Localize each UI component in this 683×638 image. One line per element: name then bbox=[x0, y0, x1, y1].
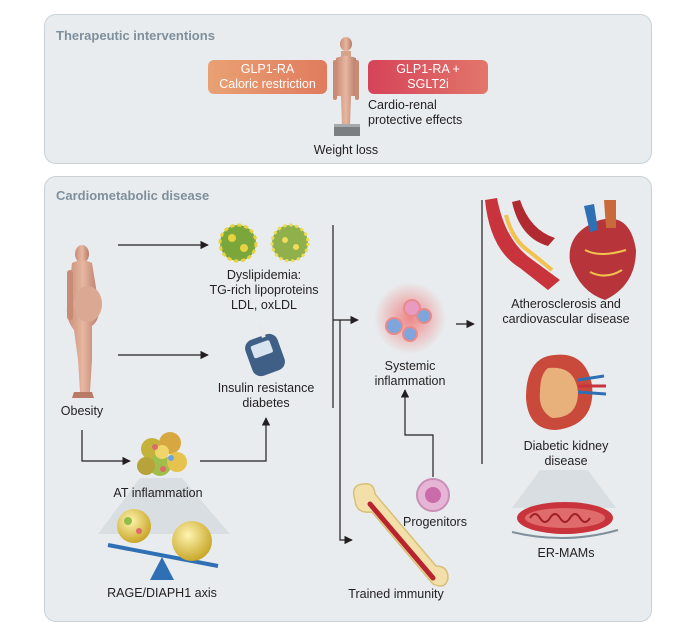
kidney-icon bbox=[526, 354, 607, 430]
obese-figure-icon bbox=[66, 245, 102, 398]
atherosclerosis-label: Atherosclerosis and cardiovascular disea… bbox=[502, 297, 630, 326]
diabetic-kidney-label: Diabetic kidney disease bbox=[523, 439, 609, 468]
progenitors-label: Progenitors bbox=[403, 515, 467, 529]
bone-marrow-icon bbox=[352, 482, 449, 587]
lipoprotein-icon bbox=[218, 223, 310, 263]
seesaw-icon bbox=[107, 509, 219, 580]
glp1-caloric-restriction-pill: GLP1-RA Caloric restriction bbox=[208, 60, 327, 94]
glp1-sglt2i-pill: GLP1-RA + SGLT2i bbox=[368, 60, 488, 94]
cardio-renal-effects-label: Cardio-renal protective effects bbox=[368, 98, 463, 127]
therapeutic-title: Therapeutic interventions bbox=[56, 28, 215, 43]
pill2-line2: SGLT2i bbox=[407, 77, 449, 91]
lean-figure-icon bbox=[333, 37, 360, 136]
mitochondria-icon bbox=[511, 502, 619, 540]
rage-diaph1-label: RAGE/DIAPH1 axis bbox=[107, 586, 217, 600]
cardiometabolic-title: Cardiometabolic disease bbox=[56, 188, 210, 203]
dyslipidemia-label: Dyslipidemia: TG-rich lipoproteins LDL, … bbox=[209, 268, 319, 312]
adipose-tissue-icon bbox=[137, 432, 187, 476]
at-inflammation-label: AT inflammation bbox=[113, 486, 203, 500]
trained-immunity-label: Trained immunity bbox=[348, 587, 444, 601]
er-mams-label: ER-MAMs bbox=[537, 546, 595, 560]
systemic-inflammation-label: Systemic inflammation bbox=[374, 359, 446, 388]
progenitor-cell-icon bbox=[416, 478, 450, 512]
pill1-line2: Caloric restriction bbox=[219, 77, 316, 91]
glucometer-icon bbox=[245, 325, 285, 377]
insulin-resistance-label: Insulin resistance diabetes bbox=[217, 381, 315, 410]
heart-icon bbox=[569, 200, 636, 300]
pill1-line1: GLP1-RA bbox=[240, 62, 295, 76]
pill2-line1: GLP1-RA + bbox=[396, 62, 460, 76]
weight-loss-label: Weight loss bbox=[313, 143, 379, 157]
inflammation-cells-icon bbox=[374, 282, 446, 354]
obesity-label: Obesity bbox=[60, 404, 104, 418]
artery-icon bbox=[485, 198, 560, 290]
